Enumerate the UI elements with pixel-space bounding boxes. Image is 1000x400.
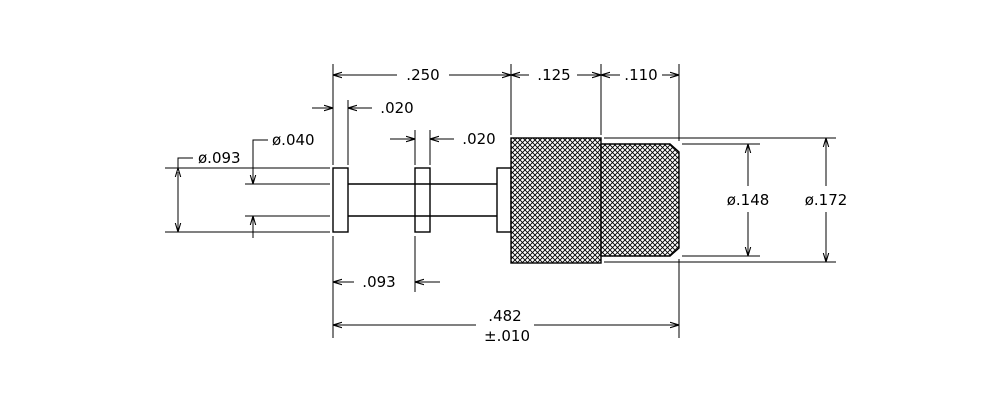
dim-label-110: .110 bbox=[624, 66, 657, 84]
flange-middle bbox=[414, 167, 431, 233]
dim-label-dia-148: ø.148 bbox=[727, 191, 770, 209]
dim-label-dia-172: ø.172 bbox=[805, 191, 848, 209]
dim-label-482: .482 bbox=[488, 307, 521, 325]
knurl-small-section bbox=[600, 143, 680, 257]
dim-label-093: .093 bbox=[362, 273, 395, 291]
dim-label-dia-040: ø.040 bbox=[272, 131, 315, 149]
leader-dia-093 bbox=[177, 157, 193, 170]
leader-dia-040 bbox=[252, 139, 268, 184]
extension-lines bbox=[165, 64, 836, 338]
dim-label-125: .125 bbox=[537, 66, 570, 84]
dim-label-020-a: .020 bbox=[380, 99, 413, 117]
knurl-large-section bbox=[510, 137, 602, 264]
dim-label-tolerance: ±.010 bbox=[484, 327, 530, 345]
dim-label-dia-093: ø.093 bbox=[198, 149, 241, 167]
flange-left bbox=[332, 167, 349, 233]
dim-label-020-b: .020 bbox=[462, 130, 495, 148]
flange-right bbox=[496, 167, 512, 233]
dimension-labels: .250 .125 .110 .020 .020 .093 .482 ±.010… bbox=[198, 66, 847, 345]
part-body bbox=[332, 137, 680, 264]
dimension-lines bbox=[178, 75, 826, 325]
dim-label-250: .250 bbox=[406, 66, 439, 84]
